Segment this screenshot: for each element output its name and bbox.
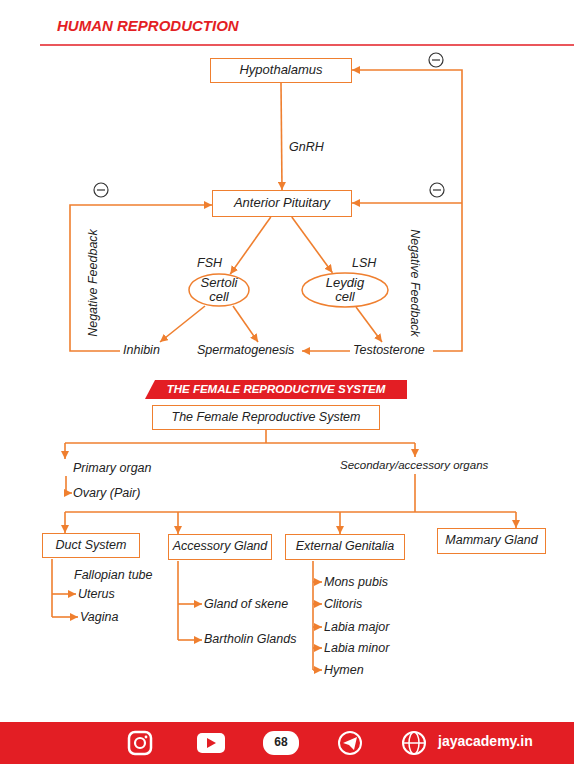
page-number-badge: 68 [263,731,299,755]
cell-ellipse: Sertoli cell [188,273,250,307]
text-label: Secondary/accessory organs [340,458,488,473]
node-text: THE FEMALE REPRODUCTIVE SYSTEM [167,383,386,396]
list-line [178,639,202,641]
node-text: Hypothalamus [239,63,322,77]
tree-line [339,512,341,534]
tree-line [64,443,66,459]
list-line [313,603,322,605]
node-text: Sertoli cell [192,276,246,305]
list-line [313,647,322,649]
node-text: 68 [274,736,287,749]
feedback-label: Negative Feedback [86,229,101,337]
list-line [52,593,76,595]
badge-fill [263,731,299,755]
flow-arrow [356,307,382,342]
list-line [313,626,322,628]
inhibit-symbol [94,183,108,197]
node-text: The Female Reproductive System [172,411,361,425]
flow-connector [230,217,271,274]
text-label: Testosterone [353,343,425,358]
text-label: Labia minor [324,641,389,656]
footer-band: 68 jayacademy.in [0,722,574,764]
tree-line [65,442,415,444]
text-label: Ovary (Pair) [73,486,140,501]
text-label: Primary organ [73,461,152,476]
text-label: Vagina [80,610,118,625]
ellipse-outline [189,274,249,306]
list-line [313,581,322,583]
process-box: Accessory Gland [168,534,272,560]
list-line [313,669,322,671]
list-line [177,561,179,640]
flow-connector [281,83,282,190]
hormone-label: GnRH [289,140,324,155]
tree-line [515,512,517,528]
tree-line [65,511,516,513]
inhibit-symbol [429,53,443,67]
inhibit-symbol [430,183,444,197]
hormone-label: LSH [352,256,376,271]
tree-line [177,512,179,534]
process-box: Anterior Pituitary [212,190,352,217]
inhibit-symbol [97,189,105,190]
node-text: Accessory Gland [173,540,267,554]
header-rule [40,44,574,46]
process-box: Duct System [42,533,140,558]
process-box: The Female Reproductive System [152,405,380,430]
page-title: HUMAN REPRODUCTION [57,17,239,34]
flow-arrow [302,350,350,352]
tree-line [265,430,267,443]
flow-arrow [160,306,205,342]
node-text: External Genitalia [296,540,395,554]
cell-ellipse: Leydig cell [301,272,389,308]
text-label: Clitoris [324,597,362,612]
banner-fill [145,380,407,399]
tree-line [66,476,72,493]
node-text: Mammary Gland [445,534,537,548]
text-label: Hymen [324,663,364,678]
text-label: Labia major [324,620,389,635]
process-box: External Genitalia [285,534,405,560]
inhibit-symbol [432,59,440,60]
ellipse-outline [302,273,388,307]
text-label: Uterus [78,587,115,602]
feedback-line [352,70,462,351]
node-text: jayacademy.in [438,734,533,749]
band-fill [0,722,574,764]
text-label: Mons pubis [324,575,388,590]
list-line [178,603,202,605]
node-text: Anterior Pituitary [234,196,330,210]
list-line [52,616,78,618]
flow-arrow [233,306,258,342]
text-label: Fallopian tube [74,568,153,583]
text-label: Bartholin Glands [204,632,296,647]
tree-line [414,443,416,457]
section-banner: THE FEMALE REPRODUCTIVE SYSTEM [145,380,407,399]
list-line [312,561,314,670]
hormone-label: FSH [197,256,222,271]
node-text: Duct System [56,539,127,553]
process-box: Hypothalamus [210,58,352,83]
feedback-label: Negative Feedback [407,229,422,337]
inhibit-symbol [433,189,441,190]
feedback-line [70,205,212,351]
text-label: Gland of skene [204,597,288,612]
feedback-line [352,202,462,204]
text-label: Spermatogenesis [197,343,294,358]
text-label: Inhibin [123,343,160,358]
node-text: Leydig cell [317,276,373,305]
flow-connector [292,217,333,273]
process-box: Mammary Gland [437,528,546,554]
tree-line [64,512,66,533]
tree-line [414,474,416,512]
list-line [51,559,53,617]
